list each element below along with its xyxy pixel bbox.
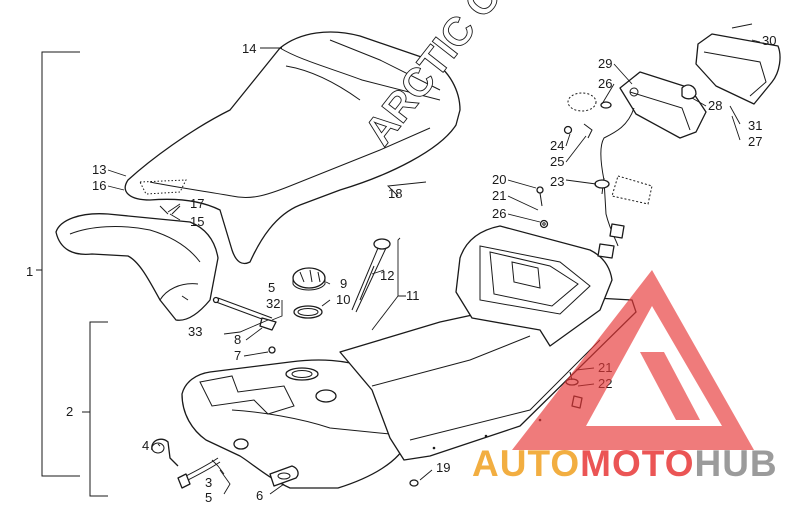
taillight-assembly xyxy=(563,23,781,259)
watermark-word: AUTOMOTOHUB xyxy=(472,443,778,484)
rivet-dot xyxy=(432,446,436,450)
callout-1: 1 xyxy=(26,264,33,279)
watermark-word-hub: HUB xyxy=(694,443,777,484)
callout-26-top: 26 xyxy=(598,76,612,91)
callout-21-upper: 21 xyxy=(492,188,506,203)
watermark-word-auto: AUTO xyxy=(472,443,580,484)
callout-32: 32 xyxy=(266,296,280,311)
callout-20: 20 xyxy=(492,172,506,187)
callout-12: 12 xyxy=(380,268,394,283)
callout-17: 17 xyxy=(190,196,204,211)
callout-27: 27 xyxy=(748,134,762,149)
callout-8: 8 xyxy=(234,332,241,347)
callout-10: 10 xyxy=(336,292,350,307)
callout-5-lower: 5 xyxy=(205,490,212,505)
callout-29: 29 xyxy=(598,56,612,71)
seat-cover-part xyxy=(55,213,219,321)
callout-15: 15 xyxy=(190,214,204,229)
callout-numbers: 1 2 3 4 5 5 6 7 8 9 10 11 12 13 14 15 16… xyxy=(26,33,776,505)
rivet-dot xyxy=(484,434,488,438)
callout-7: 7 xyxy=(234,348,241,363)
callout-13: 13 xyxy=(92,162,106,177)
watermark-word-moto: MOTO xyxy=(580,443,694,484)
callout-26-left: 26 xyxy=(492,206,506,221)
rear-storage-box xyxy=(455,225,613,347)
callout-14: 14 xyxy=(242,41,256,56)
callout-4: 4 xyxy=(142,438,149,453)
watermark-logo: AUTOMOTOHUB xyxy=(472,270,778,484)
callout-31: 31 xyxy=(748,118,762,133)
callout-23: 23 xyxy=(550,174,564,189)
callout-2: 2 xyxy=(66,404,73,419)
callout-18: 18 xyxy=(388,186,402,201)
leader-lines xyxy=(107,39,761,495)
callout-3: 3 xyxy=(205,475,212,490)
callout-11: 11 xyxy=(406,288,420,303)
callout-5-upper: 5 xyxy=(268,280,275,295)
callout-6: 6 xyxy=(256,488,263,503)
assembly-brackets xyxy=(36,51,108,497)
callout-16: 16 xyxy=(92,178,106,193)
callout-28: 28 xyxy=(708,98,722,113)
callout-30: 30 xyxy=(762,33,776,48)
callout-19: 19 xyxy=(436,460,450,475)
callout-33: 33 xyxy=(188,324,202,339)
watermark-triangle-icon xyxy=(512,270,754,450)
callout-24: 24 xyxy=(550,138,564,153)
callout-25: 25 xyxy=(550,154,564,169)
callout-9: 9 xyxy=(340,276,347,291)
